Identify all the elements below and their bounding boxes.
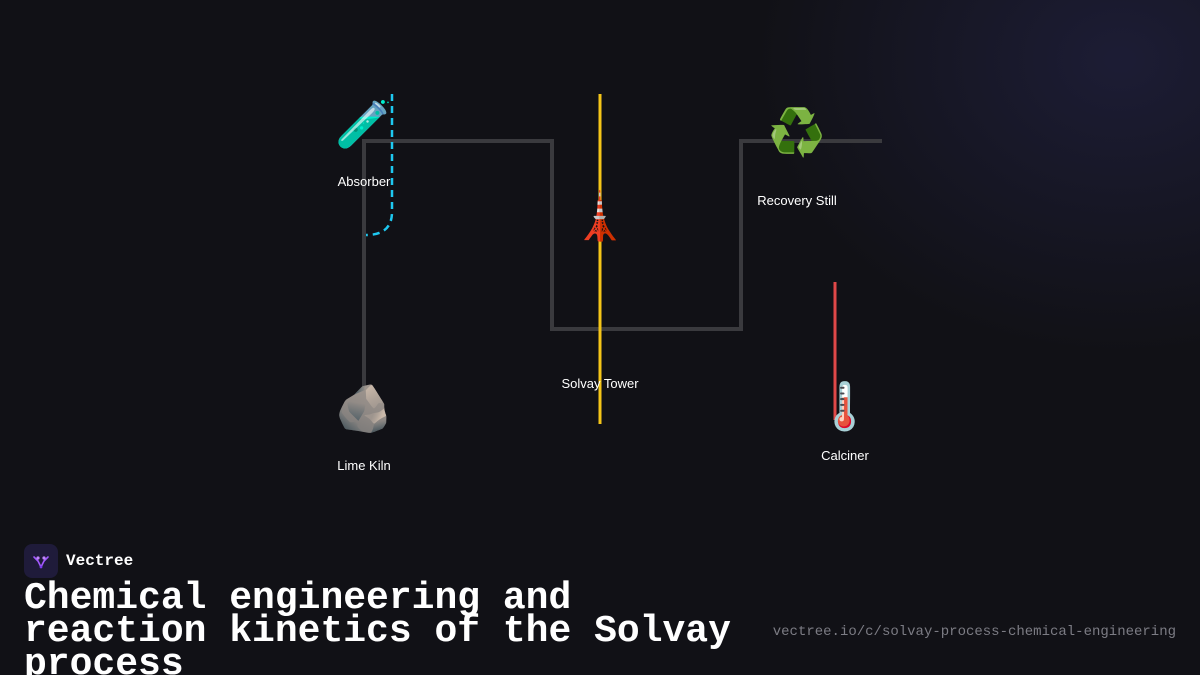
brand-name: Vectree — [66, 552, 134, 570]
vectree-logo-icon — [24, 544, 58, 578]
brand: Vectree — [24, 544, 133, 578]
tower-icon: 🗼 — [571, 190, 629, 242]
process-flow-line — [362, 139, 882, 390]
rock-icon: 🪨 — [335, 382, 393, 434]
node-label: Lime Kiln — [337, 458, 391, 473]
node-recovery-still[interactable]: ♻️ Recovery Still — [737, 104, 857, 208]
node-lime-kiln[interactable]: 🪨 Lime Kiln — [314, 380, 414, 473]
node-absorber[interactable]: 🧪 Absorber — [314, 96, 414, 189]
recycle-icon: ♻️ — [768, 106, 826, 158]
thermometer-icon: 🌡️ — [816, 380, 874, 432]
node-calciner[interactable]: 🌡️ Calciner — [795, 378, 895, 463]
node-label: Absorber — [337, 174, 391, 189]
source-url[interactable]: vectree.io/c/solvay-process-chemical-eng… — [772, 624, 1176, 640]
test-tube-icon: 🧪 — [335, 98, 393, 150]
page-title: Chemical engineering and reaction kineti… — [24, 577, 731, 675]
node-solvay-tower[interactable]: 🗼 Solvay Tower — [550, 188, 650, 391]
node-label: Recovery Still — [757, 193, 837, 208]
absorber-dashed-stream — [365, 94, 394, 237]
node-label: Solvay Tower — [561, 376, 639, 391]
node-label: Calciner — [821, 448, 869, 463]
